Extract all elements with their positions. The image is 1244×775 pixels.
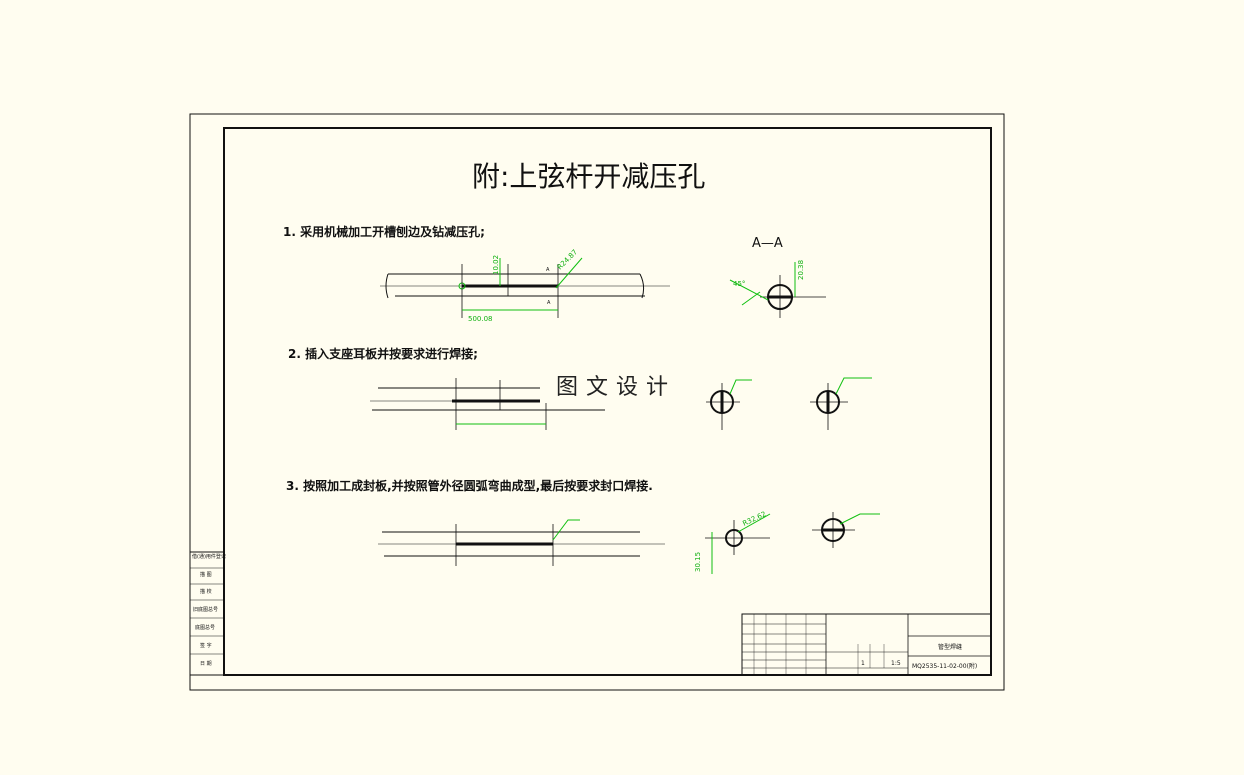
side-table-row: 底图总号 xyxy=(195,624,215,631)
watermark-box xyxy=(540,367,698,403)
title-block-name: 管型焊缝 xyxy=(938,643,962,651)
title-block-scale: 1:5 xyxy=(891,660,901,667)
step-1-label: 1. 采用机械加工开槽刨边及钻减压孔; xyxy=(283,224,485,239)
step-3-detail-left xyxy=(705,513,771,574)
side-table-row: 描 图 xyxy=(200,571,212,578)
step-2-detail-right xyxy=(810,377,872,430)
dim-length: 500.08 xyxy=(468,315,493,323)
dim-aa-angle: 45° xyxy=(733,280,745,288)
section-mark-top: A xyxy=(546,267,550,273)
inner-frame xyxy=(223,127,992,676)
dim-diagonal: R24.87 xyxy=(556,248,579,271)
step-3-pipe xyxy=(378,519,665,566)
title-block-qty: 1 xyxy=(861,660,865,667)
drawing-title: 附:上弦杆开减压孔 xyxy=(472,160,705,193)
title-block-drawing-no: MQ2535-11-02-00(附) xyxy=(912,662,977,670)
step-3-label: 3. 按照加工成封板,并按照管外径圆弧弯曲成型,最后按要求封口焊接. xyxy=(286,478,653,493)
dim-step3: 30.15 xyxy=(694,552,702,572)
side-table-row: 签 字 xyxy=(200,642,212,649)
section-aa-view xyxy=(729,262,826,318)
title-block xyxy=(741,613,992,676)
outer-frame xyxy=(189,113,1005,691)
side-table xyxy=(189,551,225,676)
side-table-row: 日 期 xyxy=(200,661,212,667)
step-3-detail-right xyxy=(812,512,880,548)
dim-step3-diag: R32.62 xyxy=(741,510,767,528)
side-table-row: 借(通)用件登记 xyxy=(192,553,226,560)
dim-vertical: 10.02 xyxy=(492,255,500,275)
watermark: 图文设计 xyxy=(556,375,676,400)
step-1-pipe xyxy=(380,257,670,318)
side-table-row: 旧底图总号 xyxy=(193,606,218,613)
section-mark-bottom: A xyxy=(547,300,551,306)
side-table-row: 描 校 xyxy=(200,588,212,595)
section-label: A—A xyxy=(752,236,783,251)
dim-aa: 20.38 xyxy=(797,260,805,280)
step-2-label: 2. 插入支座耳板并按要求进行焊接; xyxy=(288,346,478,361)
step-2-detail-left xyxy=(706,379,752,430)
